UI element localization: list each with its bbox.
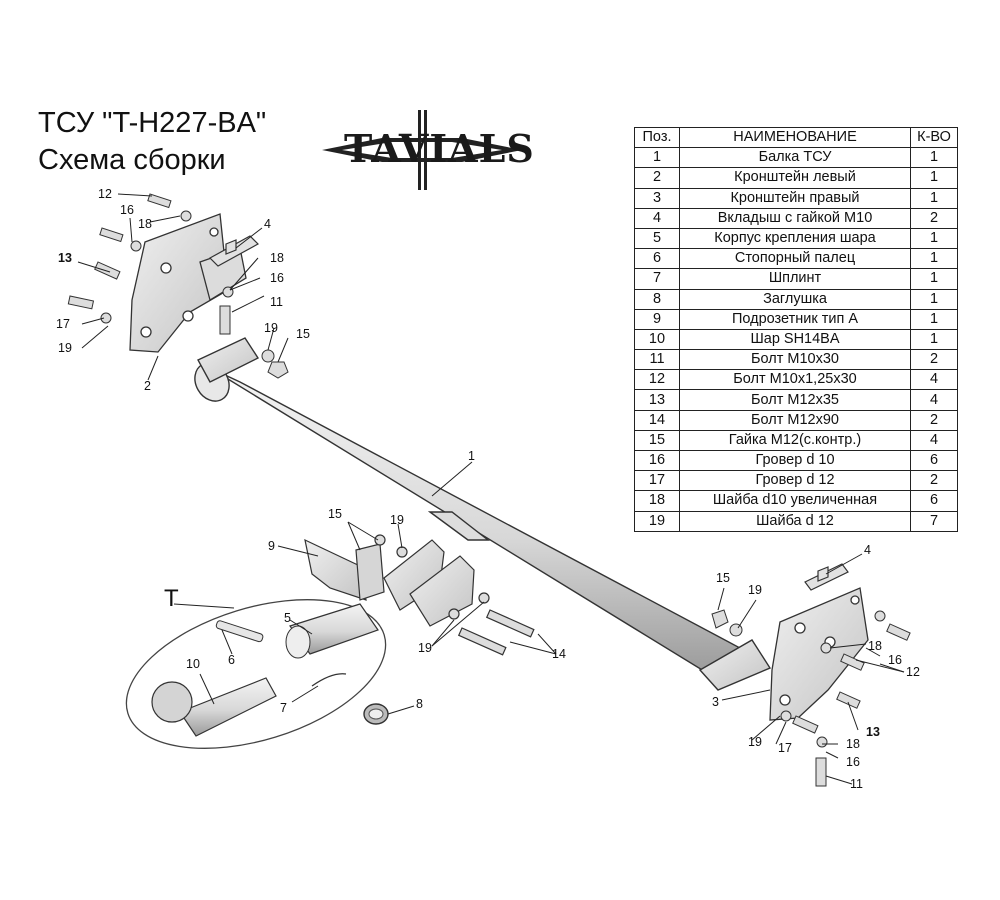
row-name: Корпус крепления шара xyxy=(679,227,911,250)
callout-1: 1 xyxy=(468,449,475,463)
leader-lines xyxy=(77,193,905,785)
callout-13-right: 13 xyxy=(866,725,880,739)
callout-19-left-nut: 19 xyxy=(264,321,278,335)
row-name: Болт М12х90 xyxy=(679,409,911,431)
logo-text: TAVIALS xyxy=(344,126,535,171)
callout-10: 10 xyxy=(186,657,200,671)
logo-emblem-icon xyxy=(322,110,522,190)
row-name: Шайба d 12 xyxy=(679,510,911,532)
callout-19-left: 19 xyxy=(58,341,72,355)
callout-14: 14 xyxy=(552,647,566,661)
plug-part xyxy=(363,703,389,725)
callout-12-right: 12 xyxy=(906,665,920,679)
callout-3: 3 xyxy=(712,695,719,709)
row-position: 15 xyxy=(634,429,680,452)
callout-11-right: 11 xyxy=(850,777,863,791)
row-quantity: 2 xyxy=(910,349,958,371)
callout-7: 7 xyxy=(280,701,287,715)
callout-11-left: 11 xyxy=(270,295,283,309)
ball-mount-group xyxy=(125,599,387,749)
callout-18-left-top: 18 xyxy=(138,217,152,231)
callout-18-right-bottom: 18 xyxy=(846,737,860,751)
row-quantity: 7 xyxy=(910,510,958,532)
callout-9: 9 xyxy=(268,539,275,553)
callout-19-right-nut: 19 xyxy=(748,583,762,597)
diagram-subtitle: Схема сборки xyxy=(38,144,226,176)
row-name: Кронштейн левый xyxy=(679,167,911,189)
callout-8: 8 xyxy=(416,697,423,711)
callout-19-right: 19 xyxy=(748,735,762,749)
row-name: Гровер d 10 xyxy=(679,449,911,472)
left-hardware xyxy=(67,193,289,379)
row-name: Вкладыш с гайкой М10 xyxy=(679,207,911,229)
beam-part xyxy=(194,337,772,691)
right-bracket-part xyxy=(769,587,869,721)
callout-15-mid: 15 xyxy=(328,507,342,521)
row-position: 12 xyxy=(634,369,680,391)
left-bracket-part xyxy=(129,213,247,353)
callout-12-left: 12 xyxy=(98,187,112,201)
callout-17-left: 17 xyxy=(56,317,70,331)
callout-4-left: 4 xyxy=(264,217,271,231)
row-name: Стопорный палец xyxy=(679,248,911,270)
insert-nut-part xyxy=(209,235,849,591)
callout-T: T xyxy=(164,585,179,612)
callout-labels: 1 2 3 4 4 5 6 7 8 9 10 11 11 12 12 13 13… xyxy=(56,187,920,791)
callout-4-right: 4 xyxy=(864,543,871,557)
callout-13-left: 13 xyxy=(58,251,72,265)
callout-16-right-bottom: 16 xyxy=(846,755,860,769)
callout-19-mid: 19 xyxy=(390,513,404,527)
callout-2: 2 xyxy=(144,379,151,393)
row-name: Подрозетник тип А xyxy=(679,308,911,330)
callout-16-left-top: 16 xyxy=(120,203,134,217)
diagram-title: ТСУ "T-H227-BA" xyxy=(38,107,267,139)
row-quantity: 1 xyxy=(910,167,958,189)
callout-5: 5 xyxy=(284,611,291,625)
row-quantity: 1 xyxy=(910,248,958,270)
callout-18-left: 18 xyxy=(270,251,284,265)
callout-6: 6 xyxy=(228,653,235,667)
callout-16-right: 16 xyxy=(888,653,902,667)
callout-17-right: 17 xyxy=(778,741,792,755)
callout-16-left: 16 xyxy=(270,271,284,285)
brand-logo: TAVIALS xyxy=(322,110,534,190)
header-name: НАИМЕНОВАНИЕ xyxy=(679,126,911,149)
row-name: Заглушка xyxy=(679,288,911,310)
callout-19-bolts: 19 xyxy=(418,641,432,655)
row-position: 17 xyxy=(634,470,680,492)
row-position: 13 xyxy=(634,389,680,411)
socket-plate-part xyxy=(304,534,535,656)
callout-18-right: 18 xyxy=(868,639,882,653)
callout-15-left: 15 xyxy=(296,327,310,341)
callout-15-right: 15 xyxy=(716,571,730,585)
